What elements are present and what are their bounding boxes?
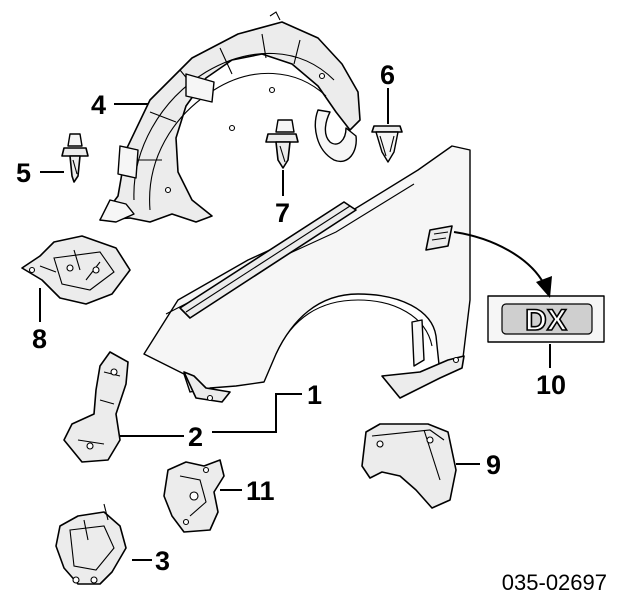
callout-7: 7 <box>275 198 290 228</box>
callout-4: 4 <box>91 90 106 120</box>
callout-8: 8 <box>32 324 47 354</box>
fender-liner <box>99 11 361 223</box>
bracket-8 <box>21 235 131 305</box>
badge-arrow <box>453 231 552 298</box>
push-clip-7 <box>265 119 299 169</box>
callout-1: 1 <box>307 380 322 410</box>
badge-label: DX <box>525 304 567 337</box>
callout-2: 2 <box>188 422 203 452</box>
dx-badge: DX <box>487 295 605 343</box>
callout-6: 6 <box>380 60 395 90</box>
grommet-6 <box>371 125 403 163</box>
callout-3: 3 <box>155 546 170 576</box>
callout-labels: 1 2 3 4 5 6 7 8 9 10 11 <box>16 60 566 576</box>
bracket-11 <box>163 459 225 533</box>
fender-panel <box>143 145 471 403</box>
bracket-3 <box>55 503 127 585</box>
mud-flap <box>361 423 457 509</box>
callout-10: 10 <box>536 370 566 400</box>
bracket-2 <box>63 351 129 463</box>
callout-5: 5 <box>16 158 31 188</box>
callout-11: 11 <box>246 476 275 506</box>
push-clip-5 <box>61 133 89 183</box>
callout-9: 9 <box>486 450 501 480</box>
drawing-number: 035-02697 <box>502 570 607 595</box>
leader-lines <box>39 88 551 561</box>
